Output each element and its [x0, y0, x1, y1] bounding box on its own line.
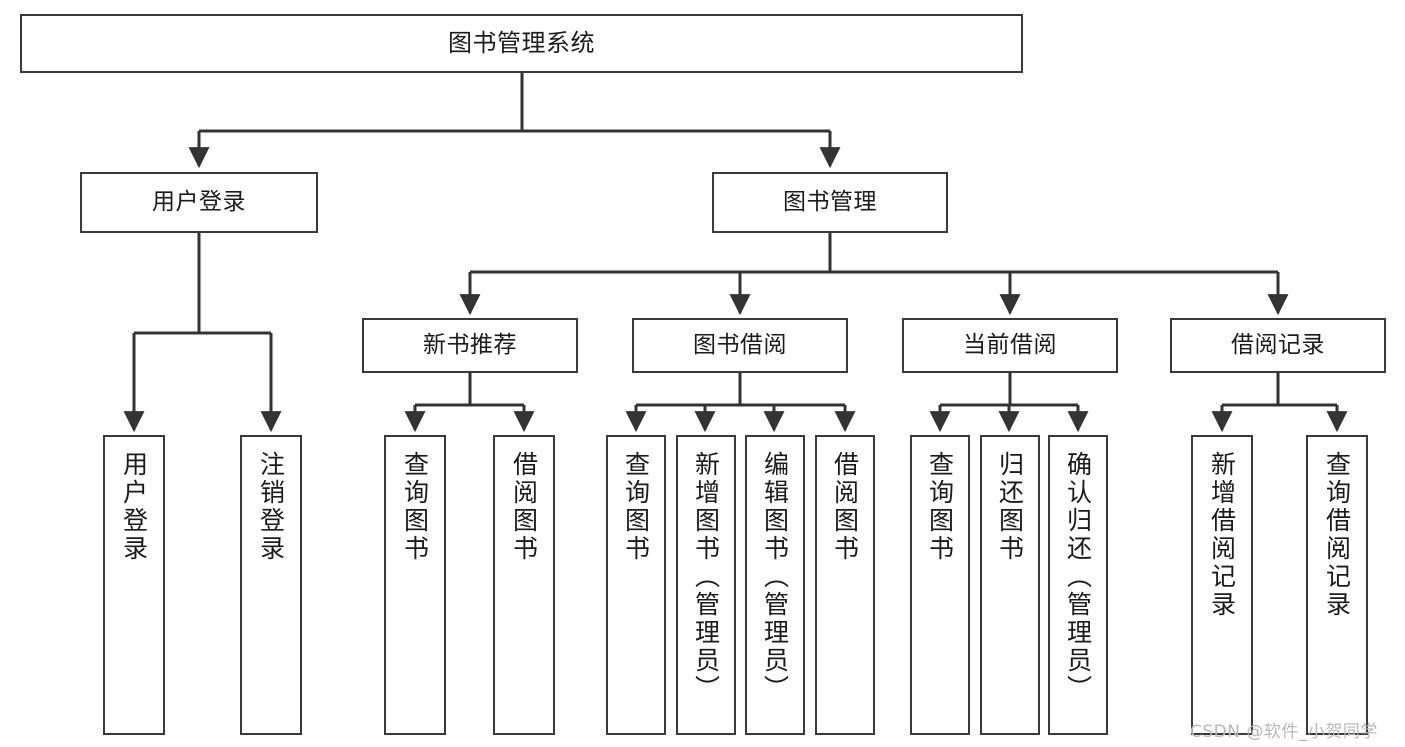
node-root-book-management-system[interactable]: 图书管理系统	[20, 14, 1023, 73]
node-label: 新书推荐	[423, 331, 517, 358]
leaf-current-confirm-return-admin[interactable]: 确认归还（管理员）	[1048, 435, 1108, 735]
leaf-record-query-borrow-record[interactable]: 查询借阅记录	[1306, 435, 1368, 735]
leaf-logout-login[interactable]: 注销登录	[240, 435, 302, 735]
node-label: 查询图书	[621, 451, 651, 563]
leaf-borrow-edit-book-admin[interactable]: 编辑图书（管理员）	[745, 435, 805, 735]
node-label: 确认归还（管理员）	[1063, 451, 1093, 703]
node-book-borrow[interactable]: 图书借阅	[632, 318, 848, 373]
csdn-watermark: CSDN @软件_小贺同学	[1190, 722, 1378, 742]
leaf-borrow-borrow-books[interactable]: 借阅图书	[815, 435, 875, 735]
node-label: 归还图书	[995, 451, 1025, 563]
node-label: 借阅记录	[1231, 331, 1325, 358]
node-label: 查询图书	[400, 451, 430, 563]
leaf-newbook-borrow-books[interactable]: 借阅图书	[493, 435, 555, 735]
node-book-management[interactable]: 图书管理	[712, 172, 948, 233]
node-borrow-record[interactable]: 借阅记录	[1170, 318, 1386, 373]
node-label: 用户登录	[119, 451, 149, 563]
node-label: 借阅图书	[509, 451, 539, 563]
leaf-record-add-borrow-record[interactable]: 新增借阅记录	[1191, 435, 1253, 735]
node-current-borrow[interactable]: 当前借阅	[902, 318, 1118, 373]
node-label: 用户登录	[152, 188, 246, 215]
leaf-borrow-query-books[interactable]: 查询图书	[606, 435, 666, 735]
node-new-book-recommendation[interactable]: 新书推荐	[362, 318, 578, 373]
node-user-login[interactable]: 用户登录	[80, 172, 318, 233]
leaf-newbook-query-books[interactable]: 查询图书	[384, 435, 446, 735]
leaf-borrow-add-book-admin[interactable]: 新增图书（管理员）	[676, 435, 736, 735]
node-label: 图书管理系统	[448, 29, 595, 58]
node-label: 注销登录	[256, 451, 286, 563]
node-label: 查询图书	[925, 451, 955, 563]
node-label: 借阅图书	[830, 451, 860, 563]
leaf-user-login[interactable]: 用户登录	[103, 435, 165, 735]
node-label: 当前借阅	[963, 331, 1057, 358]
node-label: 图书管理	[783, 188, 877, 215]
node-label: 新增图书（管理员）	[691, 451, 721, 703]
node-label: 新增借阅记录	[1207, 451, 1237, 619]
leaf-current-query-books[interactable]: 查询图书	[910, 435, 970, 735]
node-label: 图书借阅	[693, 331, 787, 358]
leaf-current-return-books[interactable]: 归还图书	[980, 435, 1040, 735]
node-label: 查询借阅记录	[1322, 451, 1352, 619]
node-label: 编辑图书（管理员）	[760, 451, 790, 703]
